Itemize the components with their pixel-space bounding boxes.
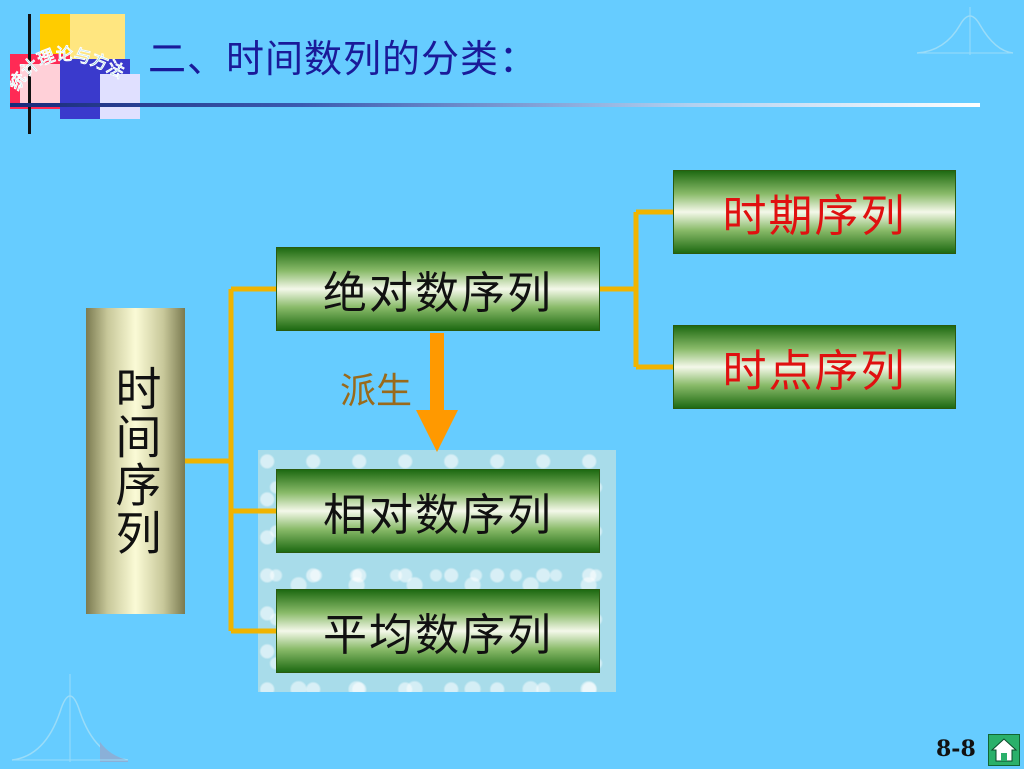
period-label: 时期序列 xyxy=(722,191,907,242)
page-number: 8-8 xyxy=(936,736,976,762)
absolute-label: 绝对数序列 xyxy=(323,268,553,319)
derive-label: 派生 xyxy=(340,371,413,412)
relative-series-box: 相对数序列 xyxy=(276,469,600,553)
point-label: 时点序列 xyxy=(722,346,907,397)
average-label: 平均数序列 xyxy=(323,610,553,661)
root-label: 时间序列 xyxy=(108,365,163,557)
logo-text-svg: 统计理论与方法 xyxy=(10,43,128,94)
bell-curve-watermark-top xyxy=(916,7,1014,55)
period-series-box: 时期序列 xyxy=(673,170,956,254)
home-button[interactable] xyxy=(988,734,1020,766)
title-underline xyxy=(10,103,980,107)
slide-title: 二、时间数列的分类： xyxy=(148,37,539,81)
logo: 统计理论与方法 xyxy=(10,14,145,134)
absolute-series-box: 绝对数序列 xyxy=(276,247,600,331)
derive-arrow xyxy=(416,333,458,452)
relative-label: 相对数序列 xyxy=(323,490,553,541)
point-series-box: 时点序列 xyxy=(673,325,956,409)
root-time-series-box: 时间序列 xyxy=(86,308,185,614)
home-icon xyxy=(990,738,1018,762)
bell-curve-watermark-bottom xyxy=(11,674,129,762)
average-series-box: 平均数序列 xyxy=(276,589,600,673)
